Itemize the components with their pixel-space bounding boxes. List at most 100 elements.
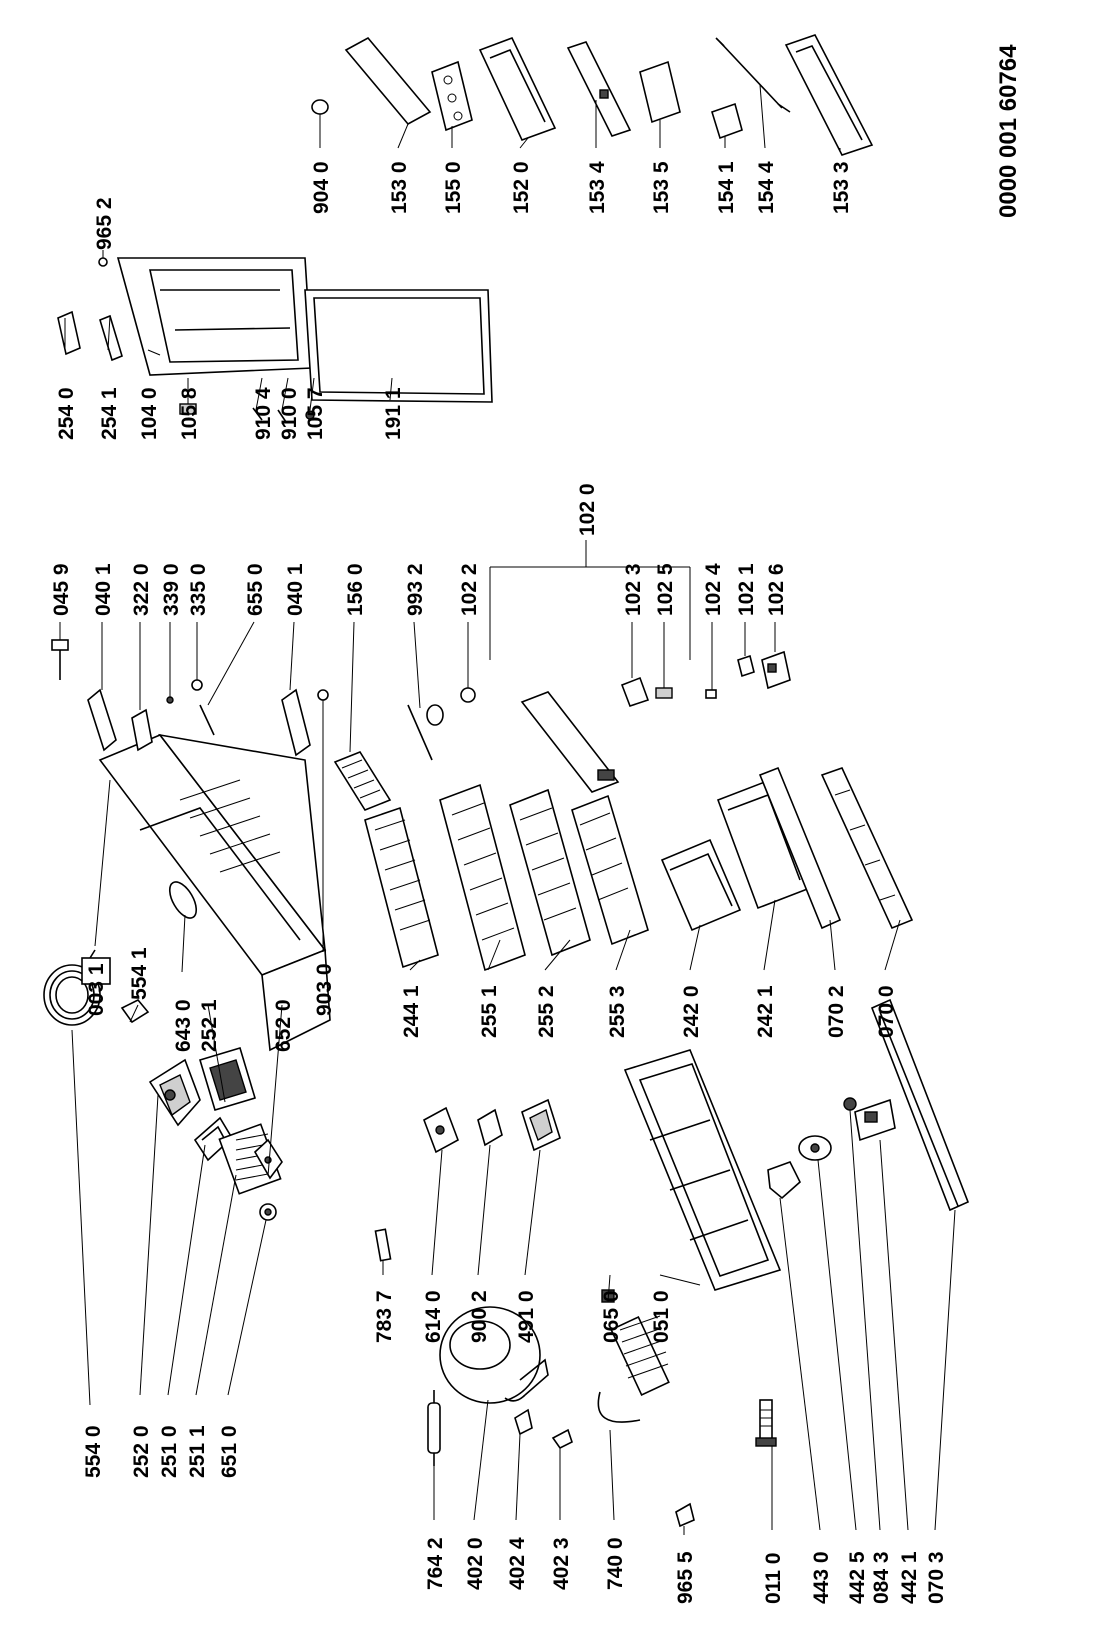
label-191-1: 191 1	[382, 387, 405, 440]
label-242-1: 242 1	[754, 985, 777, 1038]
part-084-3	[843, 1097, 857, 1111]
part-153-4	[566, 41, 632, 137]
part-045-9	[51, 639, 69, 680]
label-070-2: 070 2	[825, 985, 848, 1038]
leader-lines	[59, 84, 956, 1535]
label-070-3: 070 3	[925, 1551, 948, 1604]
label-903-0: 903 0	[313, 963, 336, 1016]
label-335-0: 335 0	[187, 563, 210, 616]
label-554-1: 554 1	[128, 947, 151, 1000]
label-105-7: 105 7	[304, 387, 327, 440]
label-153-5: 153 5	[650, 161, 673, 214]
part-011-0	[755, 1399, 777, 1447]
label-965-5: 965 5	[674, 1551, 697, 1604]
part-335-0	[191, 679, 203, 691]
label-904-0: 904 0	[310, 161, 333, 214]
label-244-1: 244 1	[400, 985, 423, 1038]
label-255-1: 255 1	[478, 985, 501, 1038]
part-102-1	[737, 654, 755, 678]
label-242-0: 242 0	[680, 985, 703, 1038]
label-065-0: 065 0	[600, 1290, 623, 1343]
part-070-3	[870, 998, 970, 1212]
part-655-0	[199, 704, 215, 736]
part-965-2	[98, 257, 108, 267]
part-105-7	[305, 410, 315, 420]
label-255-3: 255 3	[606, 985, 629, 1038]
part-554-0	[43, 949, 111, 1026]
label-251-1: 251 1	[186, 1425, 209, 1478]
part-070-0	[820, 767, 914, 930]
part-254-1	[99, 314, 123, 362]
label-104-0: 104 0	[138, 387, 161, 440]
label-491-0: 491 0	[515, 1290, 538, 1343]
label-003-1: 003 1	[85, 963, 108, 1016]
part-153-0	[344, 36, 432, 126]
part-153-5	[639, 60, 681, 124]
label-152-0: 152 0	[510, 161, 533, 214]
part-993-2	[407, 704, 444, 761]
label-070-0: 070 0	[875, 985, 898, 1038]
part-491-0	[521, 1098, 561, 1152]
part-102-6	[761, 650, 791, 690]
label-040-1-top: 040 1	[92, 563, 115, 616]
part-244-1	[364, 806, 439, 969]
part-051-0	[623, 1049, 782, 1291]
part-783-7	[374, 1228, 392, 1262]
part-965-5	[675, 1502, 695, 1528]
part-040-1-top	[87, 688, 117, 752]
part-255-3	[571, 794, 649, 946]
label-045-9: 045 9	[50, 563, 73, 616]
part-402-3	[551, 1428, 573, 1450]
label-402-0: 402 0	[464, 1537, 487, 1590]
label-255-2: 255 2	[535, 985, 558, 1038]
part-191-1-gasket	[304, 289, 493, 403]
label-156-0: 156 0	[344, 563, 367, 616]
label-105-8: 105 8	[178, 387, 201, 440]
part-910-4	[252, 407, 263, 421]
part-339-0	[166, 696, 174, 704]
label-153-0: 153 0	[388, 161, 411, 214]
part-252-1	[199, 1047, 256, 1111]
label-254-1: 254 1	[98, 387, 121, 440]
part-102-5	[655, 687, 673, 699]
label-153-4: 153 4	[586, 161, 609, 214]
part-652-0	[253, 1138, 283, 1180]
part-152-0	[478, 36, 557, 142]
part-102-4	[705, 689, 717, 699]
part-255-1	[439, 783, 526, 972]
label-254-0: 254 0	[55, 387, 78, 440]
label-102-0: 102 0	[576, 483, 599, 536]
label-443-0: 443 0	[810, 1551, 833, 1604]
label-554-0: 554 0	[82, 1425, 105, 1478]
label-652-0: 652 0	[272, 999, 295, 1052]
part-104-0-door	[116, 257, 313, 376]
part-402-4	[514, 1408, 533, 1436]
label-102-6: 102 6	[765, 563, 788, 616]
label-251-0: 251 0	[158, 1425, 181, 1478]
label-084-3: 084 3	[870, 1551, 893, 1604]
label-442-5: 442 5	[846, 1551, 869, 1604]
label-402-3: 402 3	[550, 1537, 573, 1590]
part-drawings	[43, 34, 970, 1528]
part-154-1	[711, 102, 743, 140]
label-102-3: 102 3	[622, 563, 645, 616]
part-443-0	[767, 1161, 801, 1200]
label-910-4: 910 4	[252, 387, 275, 440]
label-153-3: 153 3	[830, 161, 853, 214]
part-153-3	[784, 34, 874, 156]
label-102-1: 102 1	[735, 563, 758, 616]
part-910-0	[277, 409, 287, 423]
part-904-0	[311, 99, 329, 115]
label-993-2: 993 2	[404, 563, 427, 616]
label-965-2: 965 2	[93, 197, 116, 250]
label-040-1-bottom: 040 1	[284, 563, 307, 616]
part-900-2	[477, 1108, 503, 1147]
label-154-1: 154 1	[715, 161, 738, 214]
part-903-0	[317, 689, 329, 701]
label-910-0: 910 0	[278, 387, 301, 440]
label-011-0: 011 0	[762, 1553, 785, 1604]
part-070-2	[758, 766, 842, 930]
label-764-2: 764 2	[424, 1537, 447, 1590]
label-154-4: 154 4	[755, 161, 778, 214]
